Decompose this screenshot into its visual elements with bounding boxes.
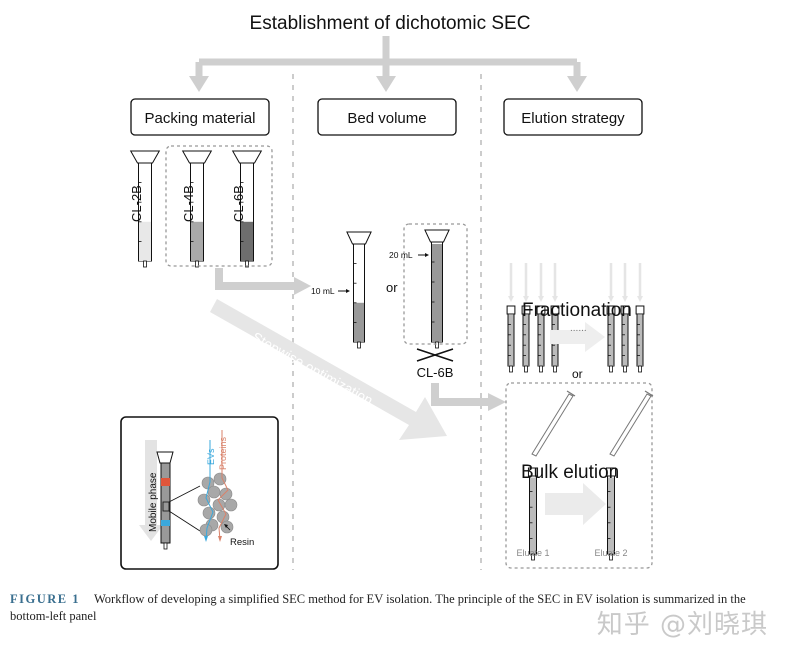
arrow-packing-to-bed — [215, 268, 311, 295]
resin-bead — [207, 485, 221, 499]
ev-band — [161, 520, 170, 526]
resin-bead — [213, 472, 227, 486]
fractionation-label: Fractionation — [522, 300, 632, 321]
column-label: CL-6B — [231, 185, 246, 222]
label-10ml: 10 mL — [311, 286, 335, 296]
eluate1-label: Eluate 1 — [516, 548, 549, 558]
column-cl-2b — [129, 150, 161, 268]
box-elution-label: Elution strategy — [521, 110, 625, 127]
resin-bead — [224, 498, 238, 512]
fraction-column — [620, 305, 630, 373]
packing-selection-box — [165, 145, 273, 267]
protein-path — [217, 430, 229, 541]
mobile-phase-label: Mobile phase — [148, 472, 159, 532]
bulk-flow-arrow — [545, 483, 606, 525]
bed-volume-columns — [346, 229, 450, 349]
bulk-elution-parts — [527, 390, 654, 561]
pipette-icon — [531, 390, 576, 457]
column-label: CL-4B — [181, 185, 196, 222]
principle-panel: Mobile phase EVs Proteins Resin — [120, 416, 279, 570]
cross-mark — [416, 348, 454, 362]
box-packing-label: Packing material — [145, 110, 256, 127]
fraction-column — [521, 305, 531, 373]
eluate-column-1 — [527, 467, 539, 561]
box-packing-material: Packing material — [130, 98, 270, 136]
pipette-icon — [609, 390, 654, 457]
arrow-bed-to-elution — [431, 383, 506, 411]
fraction-column — [506, 305, 516, 373]
evs-label: EVs — [206, 448, 216, 465]
bed-or-label: or — [386, 280, 398, 295]
mobile-phase-arrow — [139, 440, 163, 541]
proteins-label: Proteins — [218, 436, 228, 470]
resin-label: Resin — [230, 537, 254, 548]
bulk-elution-label: Bulk elution — [521, 462, 619, 483]
ev-path — [205, 440, 214, 541]
fraction-column — [606, 305, 616, 373]
eluate2-label: Eluate 2 — [594, 548, 627, 558]
caption-label: FIGURE 1 — [10, 592, 80, 606]
branch-arrows — [195, 36, 581, 78]
box-elution-strategy: Elution strategy — [503, 98, 643, 136]
protein-band — [161, 478, 170, 486]
packing-columns: CL-2B CL-4B CL-6B — [129, 150, 263, 268]
diagram-title: Establishment of dichotomic SEC — [250, 13, 531, 34]
column-label: CL-2B — [129, 185, 144, 222]
label-20ml: 20 mL — [389, 250, 413, 260]
resin-bead — [219, 487, 233, 501]
column-dividers — [292, 74, 482, 570]
fractionation-dots: ...... — [570, 323, 587, 334]
elution-or-label: or — [572, 367, 583, 381]
watermark: 知乎 @刘晓琪 — [596, 610, 768, 640]
column-20ml — [424, 229, 450, 349]
fraction-column — [635, 305, 645, 373]
fraction-column — [536, 305, 546, 373]
column-cl-6b — [231, 150, 263, 268]
crossed-resin-label: CL-6B — [417, 365, 454, 380]
column-cl-4b — [181, 150, 213, 268]
caption-text: Workflow of developing a simplified SEC … — [10, 592, 746, 623]
bed-selection-box — [403, 223, 468, 345]
fractionation-flow-arrow — [550, 322, 605, 352]
eluate-column-2 — [605, 467, 617, 561]
bulk-elution-box — [505, 382, 653, 569]
resin-bead — [202, 506, 216, 520]
column-10ml — [346, 231, 372, 349]
resin-bead — [197, 493, 211, 507]
box-bed-label: Bed volume — [347, 110, 426, 127]
box-bed-volume: Bed volume — [317, 98, 457, 136]
branch-arrowheads — [189, 76, 587, 92]
